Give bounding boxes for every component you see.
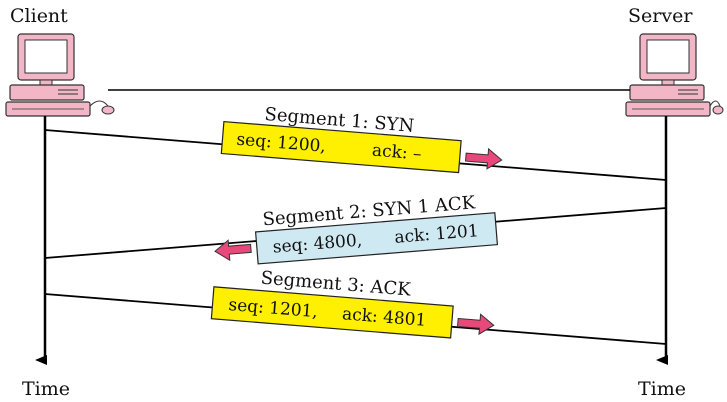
segment-1: Segment 1: SYN seq: 1200, ack: – (220, 104, 503, 174)
segment-3-box (210, 286, 454, 339)
client-time-label: Time (22, 378, 70, 400)
server-label: Server (628, 5, 693, 27)
segment-2: Segment 2: SYN 1 ACK seq: 4800, ack: 120… (214, 192, 499, 265)
arrow-left-icon (214, 239, 252, 262)
server-computer-icon (625, 33, 724, 117)
client-computer-icon (5, 33, 115, 117)
segment-1-ack: ack: – (371, 141, 422, 165)
segment-1-box (220, 120, 462, 174)
server-time-label: Time (638, 378, 686, 400)
segment-2-box (254, 212, 499, 265)
arrow-right-icon (457, 313, 495, 336)
client-label: Client (10, 5, 68, 27)
segment-3: Segment 3: ACK seq: 1201, ack: 4801 (210, 268, 495, 339)
arrow-right-icon (464, 147, 503, 170)
